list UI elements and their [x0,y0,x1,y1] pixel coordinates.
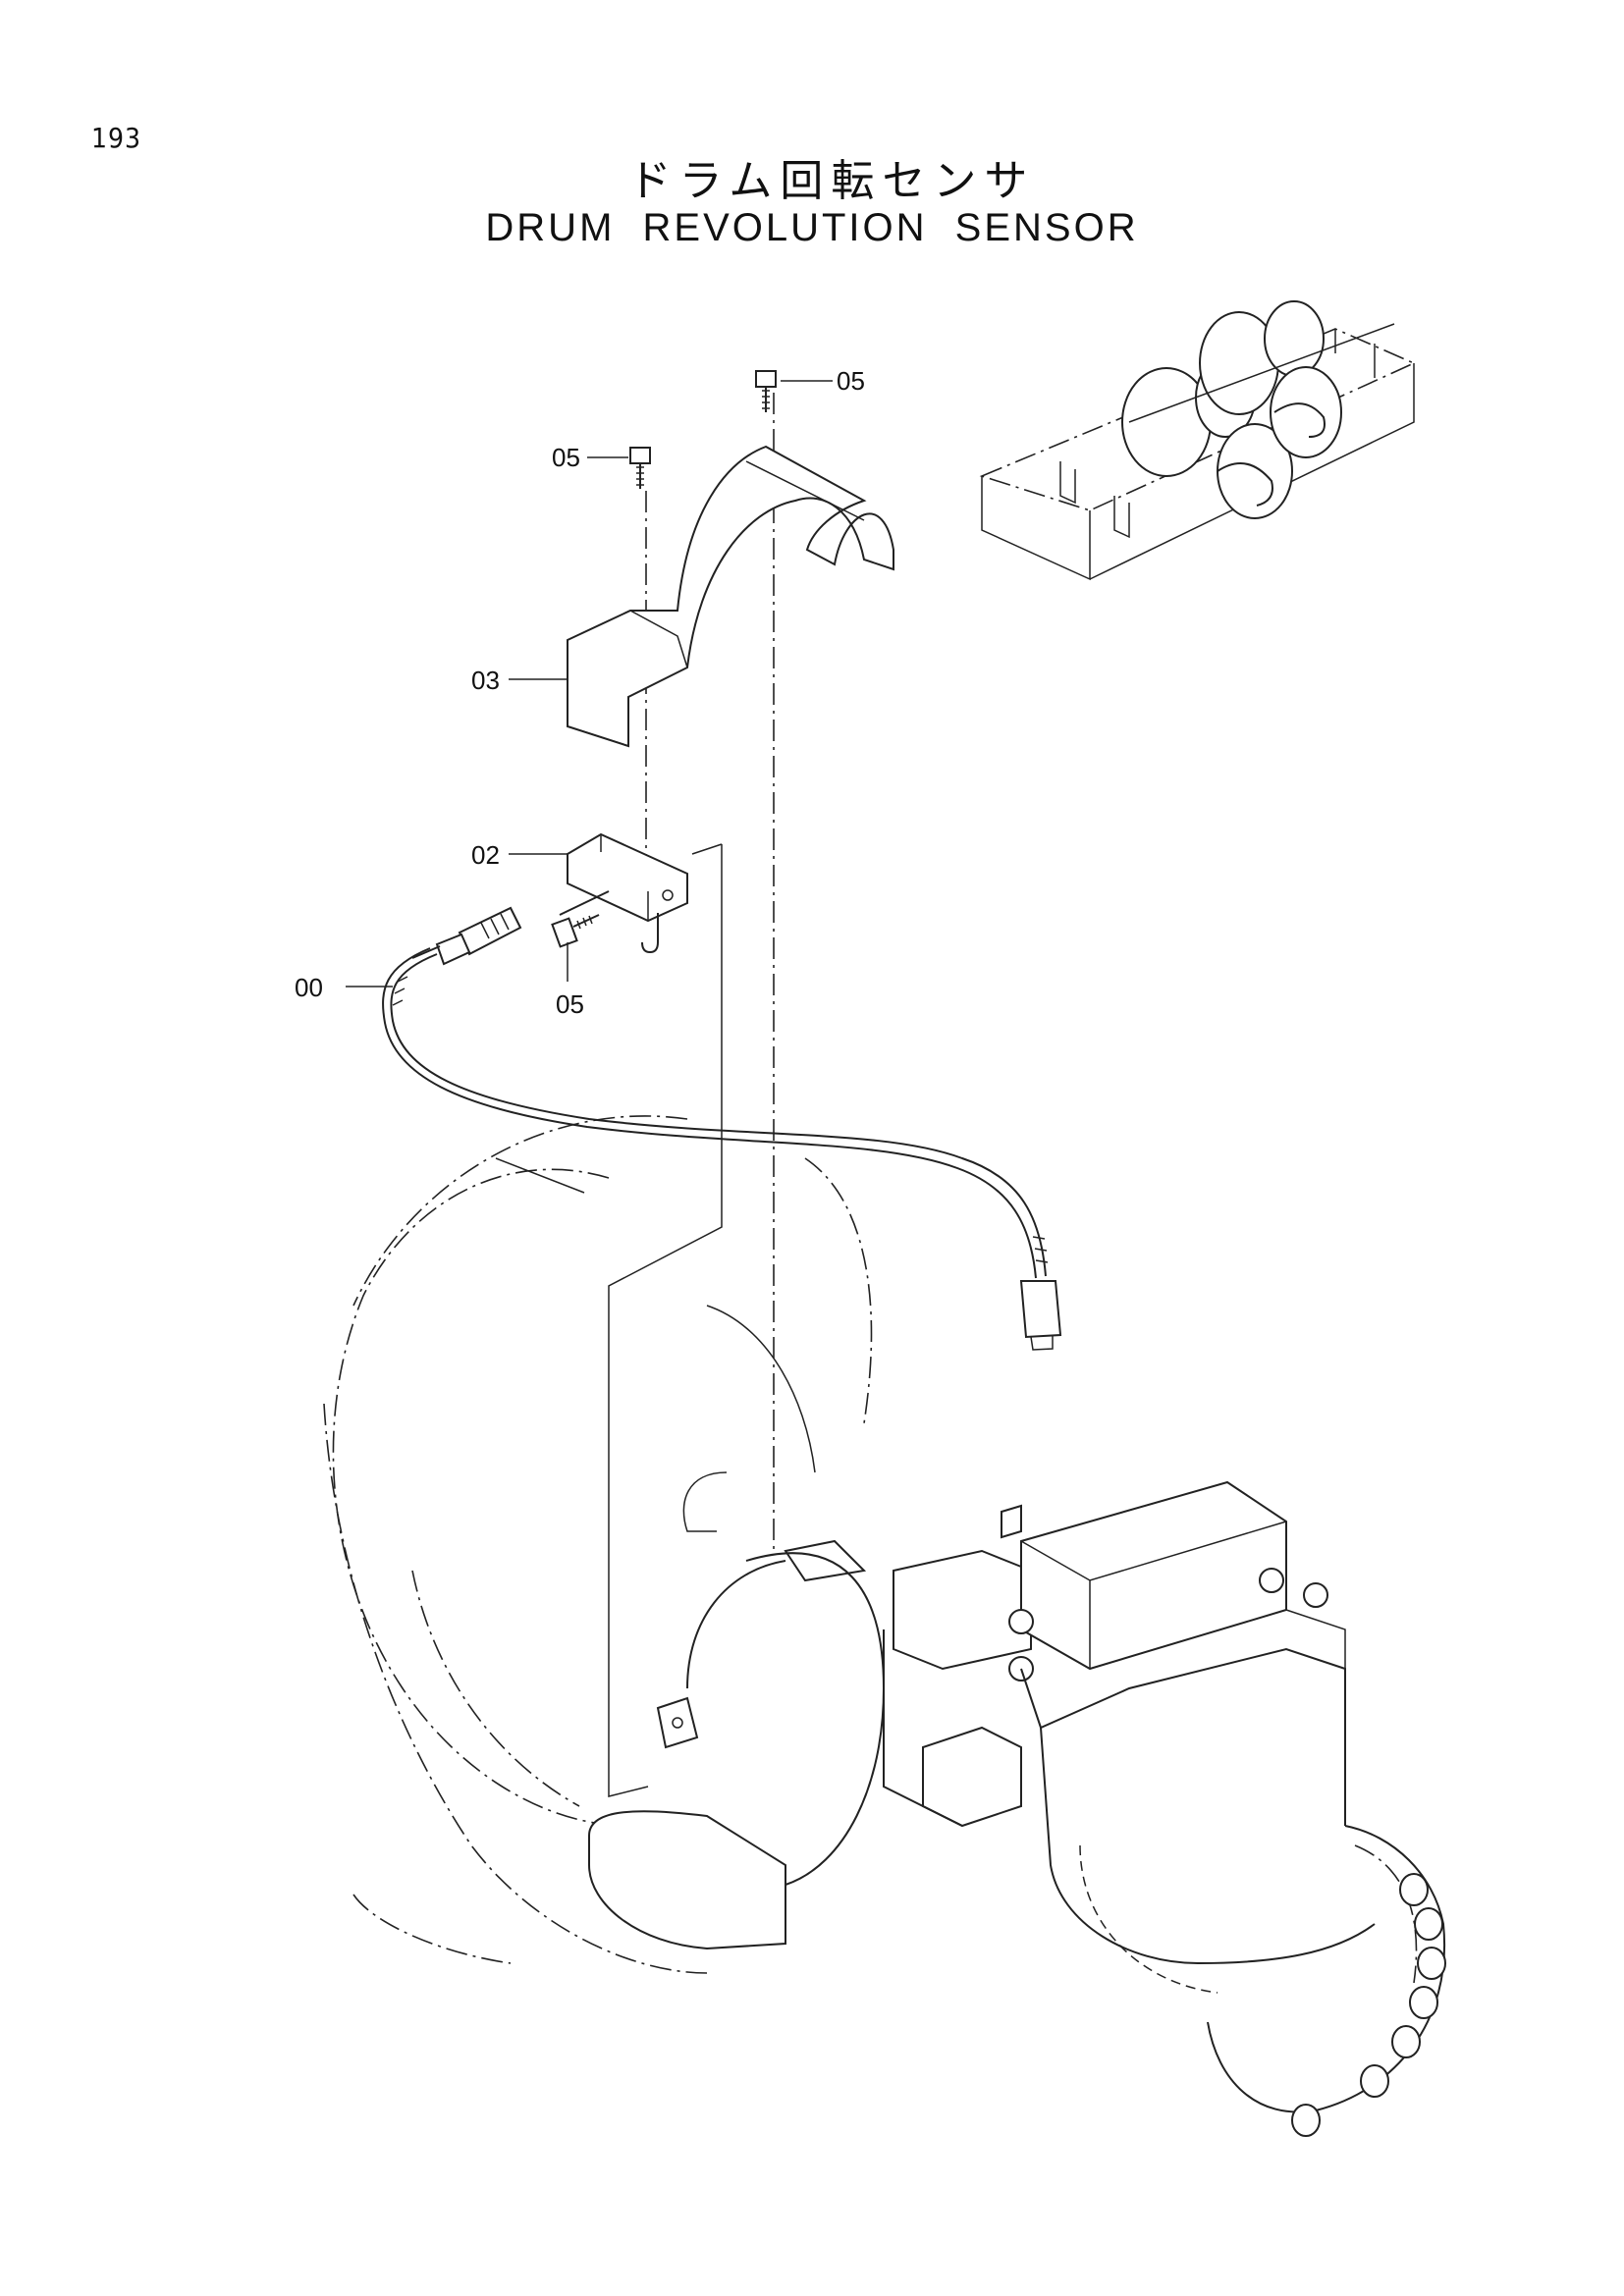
bolt-05-bracket [551,914,600,982]
drum [323,1115,873,1974]
callout-03: 03 [471,666,500,695]
motor-assembly [588,1480,1446,2137]
callout-05-top: 05 [837,366,865,396]
bolt-05-left [587,447,651,489]
callout-05-left: 05 [552,443,580,472]
title-japanese: ドラム回転センサ [627,156,1036,206]
bracket-02 [509,832,688,954]
callout-00: 00 [295,973,323,1002]
wire-harness [382,947,1062,1351]
cover-03 [509,445,894,748]
title-english: DRUM REVOLUTION SENSOR [485,206,1139,249]
bolt-05-top [755,370,833,412]
callout-02: 02 [471,840,500,870]
location-inset [979,300,1416,581]
callout-05-bracket: 05 [556,989,584,1019]
sensor-00 [346,890,610,988]
page-number: 193 [91,122,142,154]
